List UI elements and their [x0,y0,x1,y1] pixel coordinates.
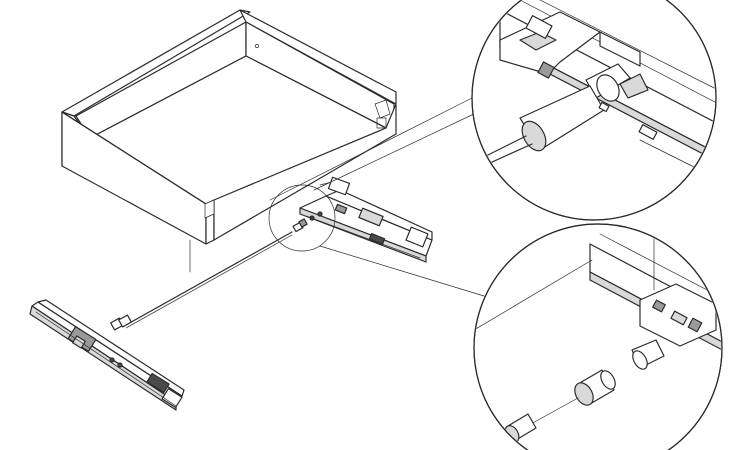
detail-circle-top [471,0,717,221]
detail-circle-bottom [473,223,723,450]
right-runner-rail [299,176,433,263]
left-runner-rail [29,299,185,411]
synchronisation-rod [110,218,308,331]
callout-circle-small [268,97,485,297]
drawer-box [61,9,397,273]
